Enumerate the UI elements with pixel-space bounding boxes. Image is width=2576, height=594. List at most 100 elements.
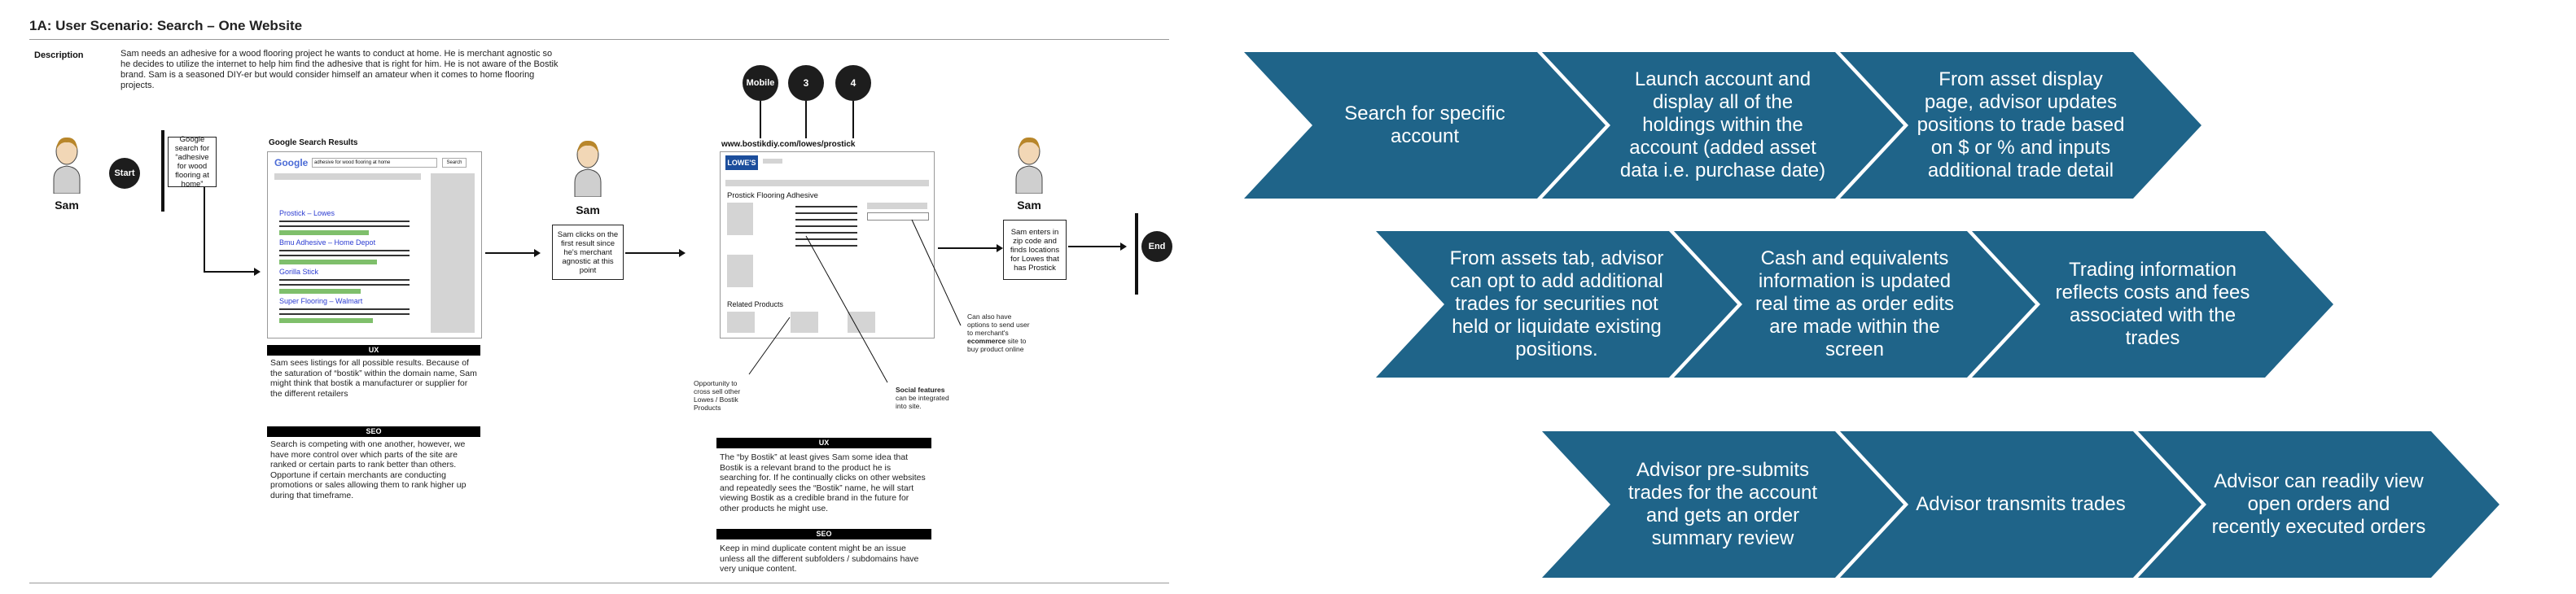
product-image: [727, 255, 753, 287]
text-line: [795, 225, 857, 227]
connector: [1068, 246, 1120, 247]
arrow-head: [679, 249, 686, 257]
process-step-2-2: Cash and equivalents information is upda…: [1674, 231, 2035, 378]
google-panel-title: Google Search Results: [269, 138, 358, 147]
process-step-1-3: From asset display page, advisor updates…: [1840, 52, 2201, 199]
chevron-shape: [2138, 431, 2499, 578]
process-step-label: Advisor can readily view open orders and…: [2211, 470, 2426, 538]
process-step-label: Cash and equivalents information is upda…: [1755, 247, 1955, 360]
process-step-3-1: Advisor pre-submits trades for the accou…: [1542, 431, 1904, 578]
persona-avatar-2: [572, 135, 604, 201]
process-step-label: From asset display page, advisor updates…: [1917, 68, 2125, 181]
lowes-page-mockup: LOWE'S Prostick Flooring Adhesive Relate…: [720, 151, 935, 338]
search-button[interactable]: Search: [442, 158, 467, 168]
result-link-1[interactable]: Prostick – Lowes: [279, 209, 335, 217]
end-bar: [1135, 213, 1138, 295]
seo-text-lowes: Keep in mind duplicate content might be …: [720, 544, 919, 574]
step-find-location: Sam enters in zip code and finds locatio…: [1003, 220, 1067, 280]
product-image: [727, 203, 753, 235]
persona-name-1: Sam: [55, 199, 79, 212]
result-line: [279, 255, 410, 256]
search-input[interactable]: adhesive for wood flooring at home: [312, 158, 437, 168]
process-step-1-1: Search for specific account: [1244, 52, 1606, 199]
note-social-rest: can be integrated into site.: [896, 394, 949, 410]
connector: [760, 101, 761, 138]
product-heading: Prostick Flooring Adhesive: [727, 191, 818, 200]
result-link-4[interactable]: Super Flooring – Walmart: [279, 297, 363, 305]
note-options-bold: ecommerce: [967, 337, 1006, 345]
result-url: [279, 230, 369, 235]
process-step-1-2: Launch account and display all of the ho…: [1542, 52, 1904, 199]
process-step-label: Trading information reflects costs and f…: [2055, 259, 2250, 349]
result-link-3[interactable]: Gorilla Stick: [279, 268, 319, 276]
result-link-2[interactable]: Bmu Adhesive – Home Depot: [279, 238, 376, 247]
text-line: [795, 212, 857, 214]
start-node: Start: [109, 158, 140, 189]
seo-text-google: Search is competing with one another, ho…: [270, 439, 467, 500]
placeholder-bar: [274, 173, 421, 180]
badge-mobile: Mobile: [743, 65, 778, 101]
text-line: [795, 219, 857, 221]
result-url: [279, 318, 373, 323]
process-step-3-2: Advisor transmits trades: [1840, 431, 2201, 578]
step-click-result: Sam clicks on the first result since he'…: [552, 225, 624, 280]
connector: [204, 271, 254, 273]
description-text: Sam needs an adhesive for a wood floorin…: [120, 49, 559, 90]
chevron-shape: [1840, 431, 2201, 578]
buy-bar: [867, 203, 927, 209]
chevron-shape: [1674, 231, 2035, 378]
persona-name-2: Sam: [576, 203, 600, 216]
ads-column: [431, 173, 475, 333]
process-step-label: From assets tab, advisor can opt to add …: [1449, 247, 1664, 360]
chevron-shape: [1244, 52, 1606, 199]
nav-bar: [725, 180, 929, 186]
result-url: [279, 289, 361, 294]
process-step-label: Advisor pre-submits trades for the accou…: [1628, 459, 1818, 549]
note-social: Social features can be integrated into s…: [896, 386, 953, 410]
result-line: [279, 225, 410, 227]
arrow-head: [997, 244, 1003, 252]
description-label: Description: [34, 50, 84, 60]
process-step-label: Search for specific account: [1344, 103, 1505, 147]
connector: [852, 101, 854, 138]
note-ecommerce: Can also have options to send user to me…: [967, 312, 1032, 353]
arrow-head: [1120, 242, 1127, 251]
seo-header-google: SEO: [267, 426, 480, 437]
chevron-shape: [1840, 52, 2201, 199]
text-line: [795, 245, 857, 247]
connector: [938, 247, 997, 249]
result-url: [279, 260, 377, 264]
note-cross-sell: Opportunity to cross sell other Lowes / …: [694, 379, 741, 412]
arrow-head: [534, 249, 541, 257]
connector: [485, 252, 534, 254]
note-social-bold: Social features: [896, 386, 945, 394]
chevron-shape: [1972, 231, 2333, 378]
lowes-url: www.bostikdiy.com/lowes/prostick: [721, 140, 856, 149]
related-item: [791, 312, 818, 333]
seo-header-lowes: SEO: [716, 529, 931, 539]
start-bar: [161, 130, 164, 212]
persona-avatar-3: [1013, 132, 1045, 198]
process-step-2-1: From assets tab, advisor can opt to add …: [1376, 231, 1737, 378]
text-line: [795, 232, 857, 234]
page-title: 1A: User Scenario: Search – One Website: [29, 18, 303, 33]
process-step-3-3: Advisor can readily view open orders and…: [2138, 431, 2499, 578]
process-step-label: Launch account and display all of the ho…: [1619, 68, 1826, 181]
result-line: [279, 284, 410, 286]
arrow-head: [254, 268, 261, 276]
ux-header-lowes: UX: [716, 438, 931, 448]
process-step-label: Advisor transmits trades: [1916, 493, 2126, 515]
related-item: [848, 312, 875, 333]
ux-text-google: Sam sees listings for all possible resul…: [270, 358, 477, 399]
connector: [625, 252, 679, 254]
text-line: [795, 238, 857, 240]
result-line: [279, 250, 410, 251]
note-options-pre: Can also have options to send user to me…: [967, 312, 1030, 337]
chevron-shape: [1376, 231, 1737, 378]
person-icon: [1015, 137, 1043, 194]
person-icon: [53, 137, 81, 194]
person-icon: [574, 140, 602, 198]
related-item: [727, 312, 755, 333]
buy-button[interactable]: [867, 212, 929, 221]
result-line: [279, 308, 410, 310]
